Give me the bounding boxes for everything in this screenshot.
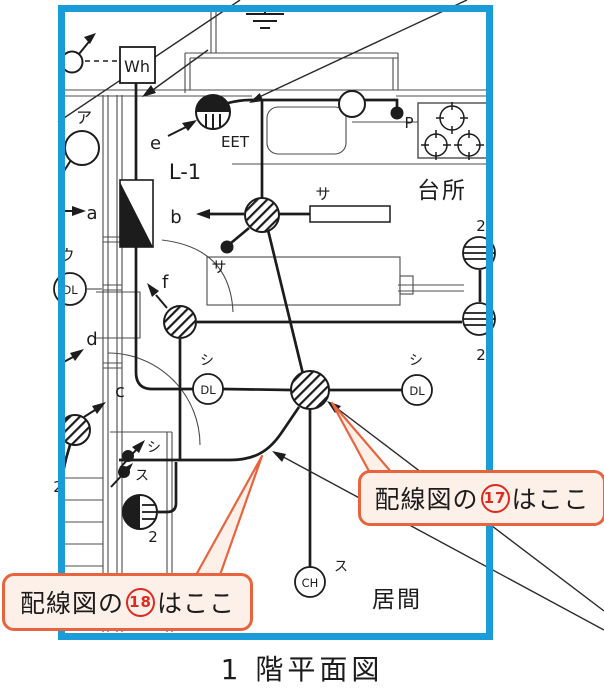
label-su-chime: ス	[334, 559, 348, 575]
wedge-18-icon	[194, 454, 264, 577]
switch-sa-icon	[220, 240, 234, 254]
fluorescent-light-icon	[309, 205, 391, 223]
dl-label: DL	[409, 384, 425, 398]
circled-number-18: 18	[126, 587, 155, 617]
label-f: f	[162, 272, 169, 293]
label-eet: EET	[221, 133, 250, 151]
label-sa-light: サ	[315, 185, 330, 203]
label-c: c	[115, 381, 125, 402]
circled-number-17: 17	[480, 483, 510, 513]
callout-18-suffix: はここ	[157, 589, 236, 618]
wedge-17-icon	[330, 401, 394, 475]
label-a: a	[86, 203, 97, 224]
outlet-bottom-icon	[122, 494, 158, 530]
diagram-labels: e EET L-1 ア a b ウ d c f サ サ シ シ シ ス ス P …	[53, 108, 486, 613]
junction-box-center-icon	[290, 370, 330, 410]
callout-17-prefix: 配線図の	[374, 485, 479, 514]
sink-disposer-icon	[338, 90, 366, 118]
label-shi-switch: シ	[147, 440, 161, 456]
room-kitchen: 台所	[417, 178, 467, 204]
arrowhead-left-wall-icon	[142, 85, 156, 97]
label-katakana-a: ア	[76, 108, 92, 127]
room-living: 居間	[372, 587, 422, 613]
callout-17-suffix: はここ	[511, 485, 590, 514]
figure-caption: 1 階平面図	[220, 653, 384, 686]
distribution-board-icon	[119, 179, 154, 248]
chime-icon: CH	[294, 566, 326, 598]
dl-label: DL	[62, 283, 78, 297]
switch-shi-icon	[122, 450, 134, 462]
label-shi-dl2: シ	[409, 353, 423, 369]
dl-label: DL	[200, 383, 216, 397]
junction-box-f-icon	[163, 305, 197, 339]
label-e: e	[150, 133, 161, 154]
arrowhead-b-icon	[196, 209, 210, 219]
wh-label: Wh	[124, 57, 150, 76]
watt-hour-meter-icon: Wh	[119, 46, 156, 84]
callout-18-prefix: 配線図の	[19, 589, 124, 618]
stove-burners-icon	[421, 102, 484, 160]
eet-outlet-icon	[195, 94, 231, 130]
wiring-runs	[58, 83, 482, 567]
label-p: P	[404, 114, 413, 132]
ch-label: CH	[302, 576, 319, 590]
label-d: d	[86, 329, 97, 350]
meter-arrow-symbol-icon	[58, 33, 119, 74]
pilot-dot-icon	[390, 106, 404, 120]
label-two-right-bottom: 2	[476, 346, 486, 364]
wall-lines	[62, 12, 489, 632]
label-two-outlet: 2	[148, 528, 158, 546]
label-shi-dl1: シ	[200, 353, 214, 369]
downlight-1: DL	[192, 373, 224, 405]
junction-box-kitchen-icon	[244, 197, 280, 233]
label-sa-switch: サ	[211, 258, 226, 276]
label-b: b	[170, 207, 181, 228]
downlight-2: DL	[401, 374, 433, 406]
label-two-right-top: 2	[476, 217, 486, 235]
label-su-switch: ス	[135, 468, 149, 484]
figure-frame	[58, 5, 493, 640]
label-arrows	[58, 120, 197, 488]
label-l1: L-1	[169, 160, 201, 184]
